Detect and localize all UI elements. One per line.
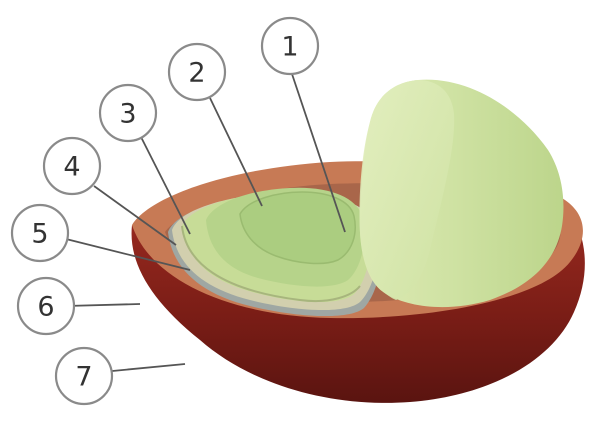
callout-7-label: 7 [75,362,92,393]
callout-3: 3 [100,85,156,141]
callout-2-label: 2 [188,58,205,89]
callout-4-label: 4 [63,152,80,183]
callout-4: 4 [44,138,100,194]
callout-5: 5 [12,205,68,261]
callout-7: 7 [56,348,112,404]
callout-1-label: 1 [281,32,298,63]
leader-7 [102,364,185,372]
callout-5-label: 5 [31,219,48,250]
callout-6: 6 [18,278,74,334]
callout-1: 1 [262,18,318,74]
callout-2: 2 [169,44,225,100]
callout-3-label: 3 [119,99,136,130]
leader-6 [66,304,140,306]
callout-6-label: 6 [37,292,54,323]
